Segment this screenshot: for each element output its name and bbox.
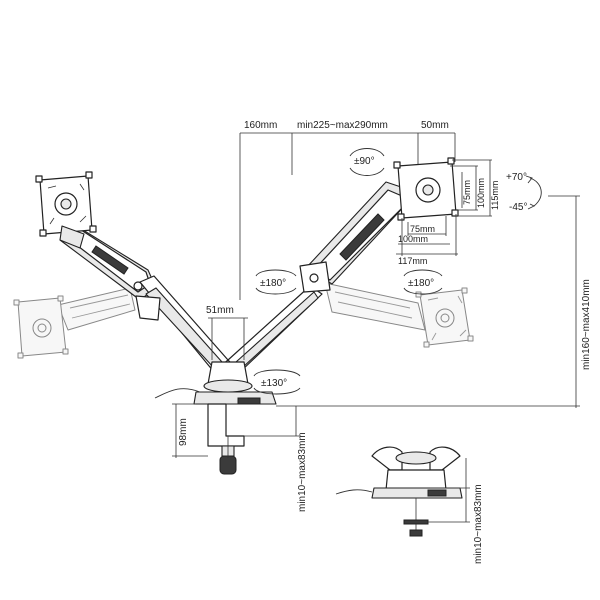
vesa-plate-left	[35, 171, 97, 237]
tilt-up-label: +70°	[506, 172, 527, 183]
vesa-plate-right-ghost	[415, 287, 474, 348]
height-range-label: min160~max410mm	[581, 279, 592, 370]
rotation-90-indicator: ±90°	[349, 148, 385, 176]
center-pole	[203, 361, 253, 393]
vesa-h100-label: 100mm	[398, 234, 428, 244]
pole-width-dimension: 51mm	[206, 305, 248, 360]
top-dimensions: 160mm min225~max290mm 50mm	[239, 120, 456, 300]
vesa-plate-left-ghost	[13, 295, 69, 359]
dim-arm-length-label: min225~max290mm	[297, 120, 388, 131]
vesa-h75-label: 75mm	[410, 224, 435, 234]
left-upper-arm	[59, 221, 157, 301]
dim-50-label: 50mm	[421, 120, 449, 131]
vesa-v75-label: 75mm	[462, 180, 472, 205]
clamp-range-label: min10~max83mm	[297, 432, 308, 512]
dim-51-label: 51mm	[206, 305, 234, 316]
base-height-dimension: 98mm	[172, 403, 208, 458]
swivel-left-indicator: ±180°	[255, 269, 297, 295]
right-arm-ghost	[324, 282, 426, 331]
vesa-h117-label: 117mm	[398, 256, 427, 266]
right-lower-arm	[227, 285, 323, 373]
clamp-range-dimension: min10~max83mm	[244, 406, 308, 512]
grommet-mount-inset: min10~max83mm	[335, 446, 484, 564]
dim-160-label: 160mm	[244, 120, 277, 131]
swivel-base-label: ±130°	[261, 378, 287, 389]
left-arm-ghost	[57, 287, 136, 331]
swivel-right-label: ±180°	[408, 278, 434, 289]
grommet-range-label: min10~max83mm	[473, 484, 484, 564]
swivel-right-indicator: ±180°	[403, 269, 443, 295]
cable-left	[154, 388, 201, 399]
dim-98-label: 98mm	[178, 418, 189, 446]
left-tilt-joint	[59, 225, 85, 249]
left-lower-arm	[135, 275, 229, 373]
height-range-dimension: min160~max410mm	[276, 195, 592, 408]
rotation-90-label: ±90°	[354, 156, 375, 167]
swivel-base-indicator: ±130°	[253, 369, 301, 395]
right-upper-arm	[299, 181, 411, 293]
tilt-indicator: +70° -45°	[506, 172, 542, 213]
vesa-v115-label: 115mm	[490, 181, 500, 210]
desk-clamp	[193, 391, 277, 475]
tilt-down-label: -45°	[509, 202, 527, 213]
swivel-left-label: ±180°	[260, 278, 286, 289]
vesa-dimensions: 75mm 100mm 115mm 75mm 100mm 117mm	[396, 159, 500, 266]
vesa-plate-right	[393, 157, 459, 221]
vesa-v100-label: 100mm	[476, 178, 486, 208]
